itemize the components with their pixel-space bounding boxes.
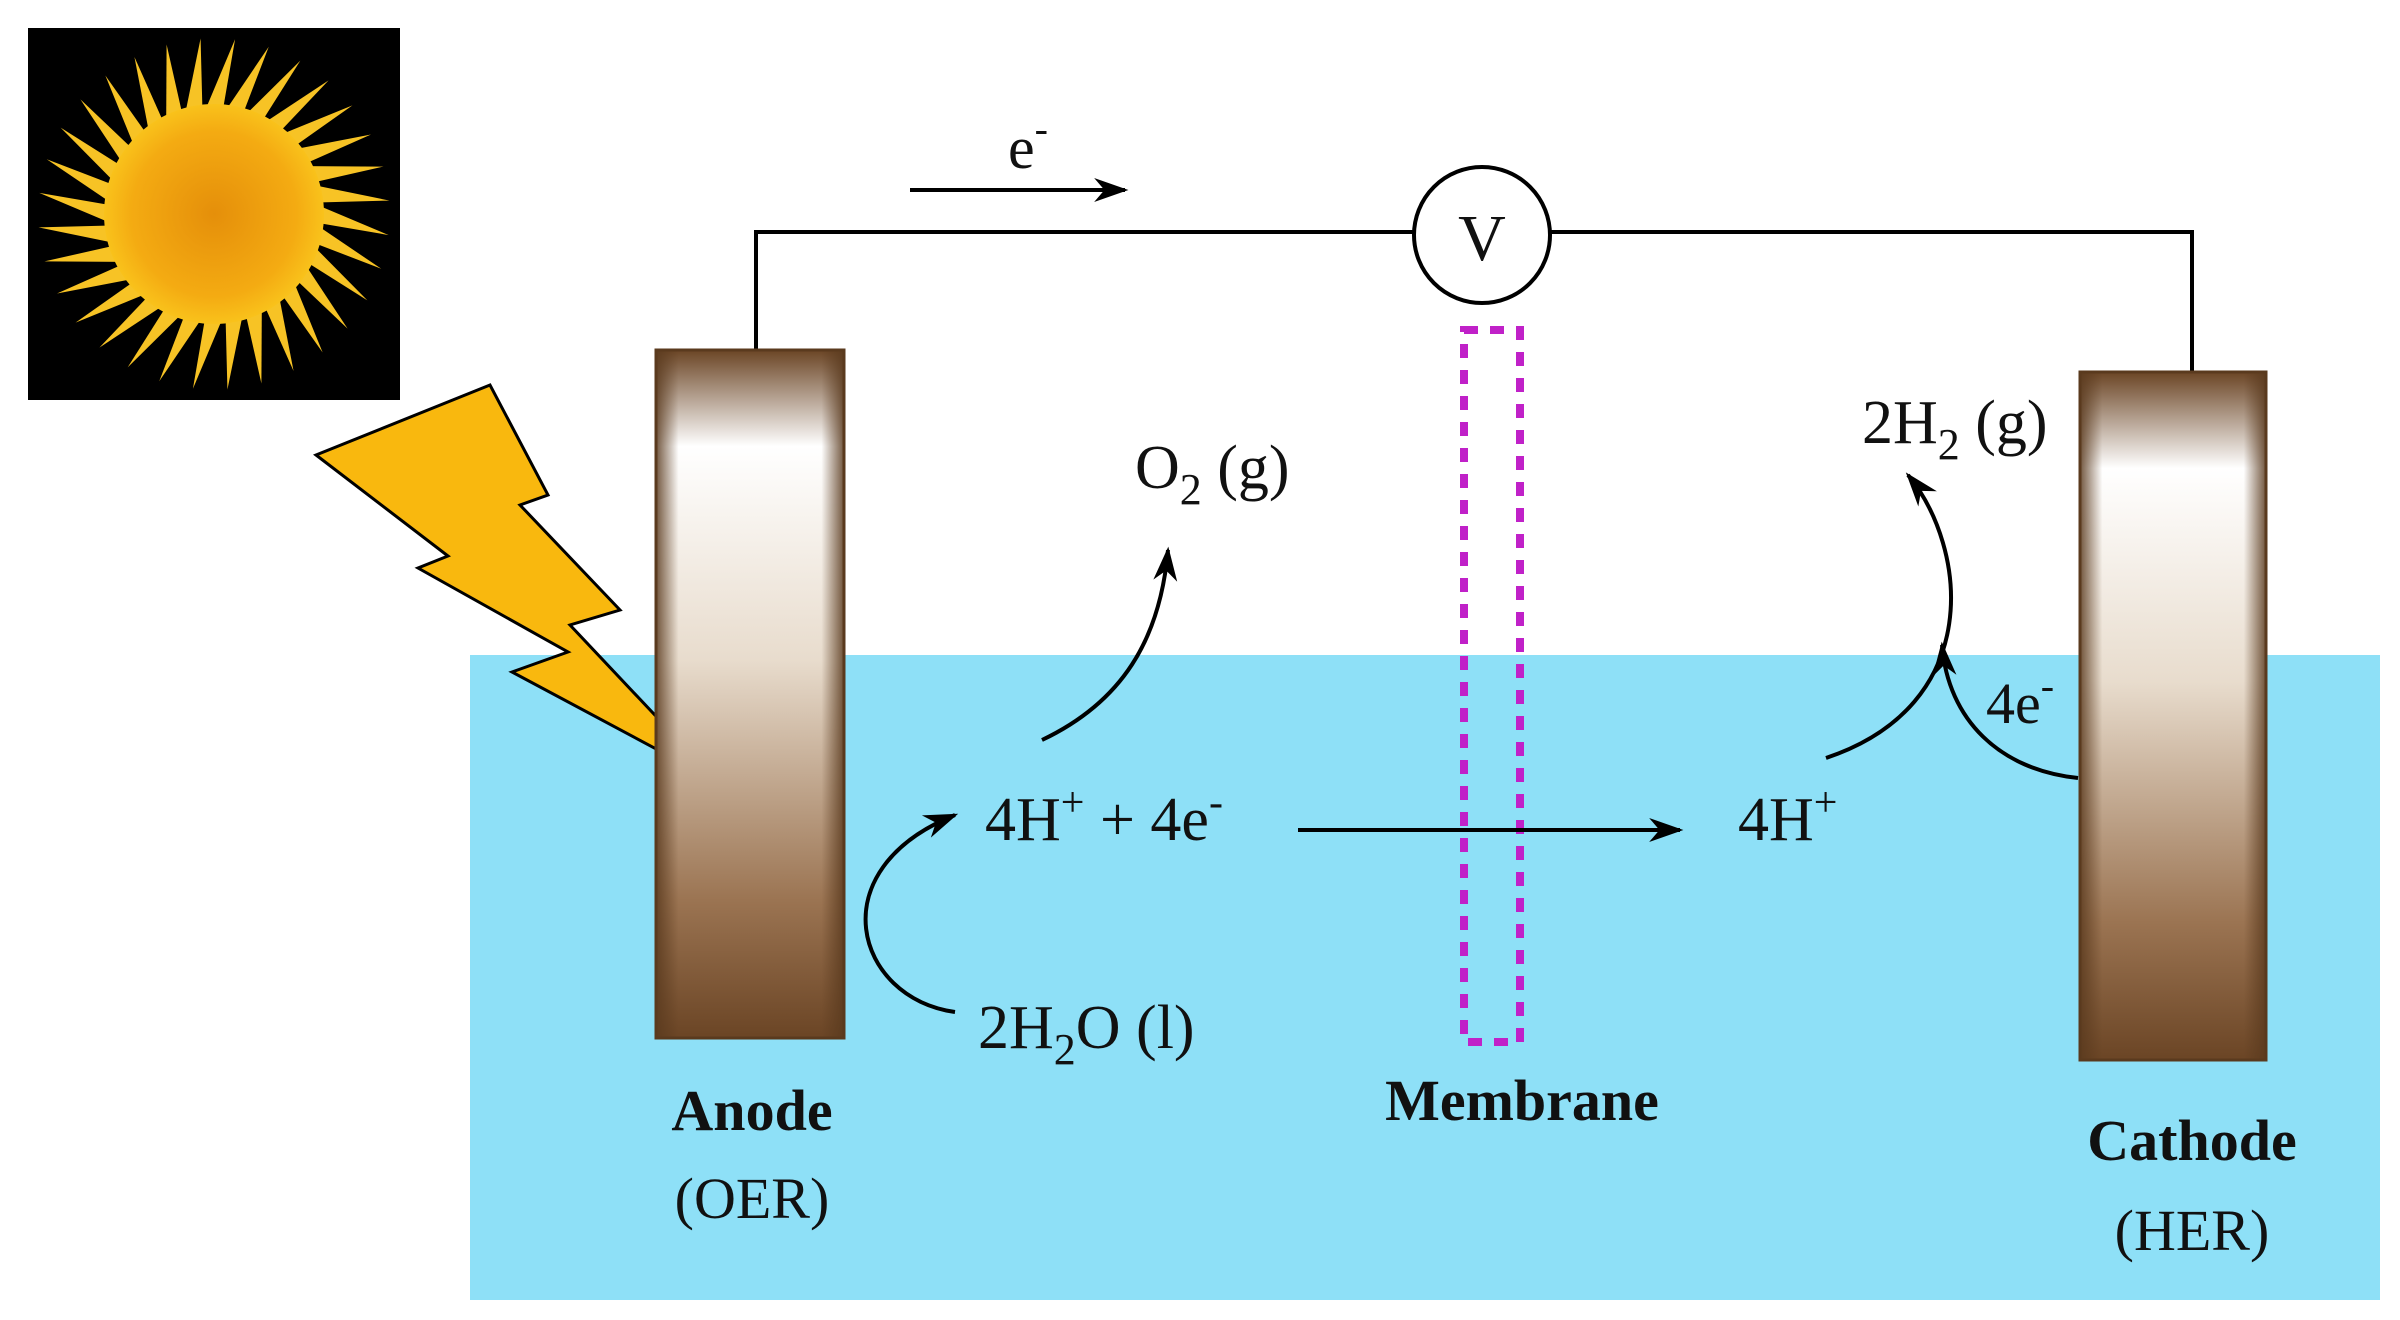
- cathode-reaction-label: (HER): [2115, 1198, 2270, 1263]
- voltmeter-icon: [1412, 165, 1552, 305]
- sun-ray: [60, 127, 122, 183]
- circuit-wire: [754, 230, 1413, 372]
- sun-ray: [295, 134, 371, 164]
- sun-ray: [264, 80, 329, 133]
- sun-ray: [306, 166, 384, 183]
- sun-ray: [99, 295, 164, 348]
- cathode-electrons-label: 4e-: [1986, 663, 2054, 736]
- sun-ray: [192, 317, 223, 389]
- sun-ray: [313, 185, 390, 203]
- water-to-proton-arrow: [863, 813, 959, 1014]
- sun-ray: [134, 57, 164, 133]
- sun-ray: [75, 281, 147, 323]
- sun-ray: [245, 306, 262, 384]
- sun-ray: [317, 205, 389, 236]
- proton-electron-label: 4H+ + 4e-: [985, 780, 1223, 854]
- sun-ray: [225, 313, 243, 390]
- sun-ray: [105, 75, 147, 147]
- sun-ray: [185, 38, 203, 115]
- hydrogen-release-arrow: [1825, 472, 1953, 760]
- membrane: [1460, 326, 1524, 1046]
- cathode-electrode: [2078, 370, 2268, 1062]
- sun-ray: [205, 39, 236, 111]
- electron-label: e-: [1008, 106, 1048, 181]
- oxygen-label: O2 (g): [1135, 434, 1290, 514]
- sun-ray: [281, 105, 353, 147]
- sun-ray: [57, 264, 133, 294]
- sun-ray: [306, 245, 368, 301]
- hydrogen-label: 2H2 (g): [1862, 389, 2048, 469]
- sun-ray: [39, 192, 111, 223]
- proton-label: 4H+: [1738, 780, 1837, 854]
- sun-ray: [44, 245, 122, 262]
- water-label: 2H2O (l): [978, 994, 1195, 1074]
- sun-ray: [46, 159, 115, 203]
- sun-ray: [166, 44, 183, 122]
- sun-ray: [127, 306, 183, 368]
- sun-icon: [28, 28, 400, 400]
- anode-label: Anode: [671, 1078, 832, 1143]
- cathode-electron-arrow: [1932, 641, 2079, 780]
- cathode-label: Cathode: [2087, 1108, 2296, 1173]
- sun-ray: [264, 295, 294, 371]
- sun-ray: [281, 281, 323, 353]
- sun-ray: [80, 99, 133, 164]
- sun-ray: [245, 60, 301, 122]
- oxygen-release-arrow: [1041, 546, 1178, 742]
- lightning-bolt-icon: [312, 383, 720, 784]
- voltmeter-label: V: [1458, 202, 1506, 275]
- sun-ray: [38, 225, 115, 243]
- sun-ray: [295, 264, 348, 329]
- sun-ray: [159, 313, 203, 382]
- circuit-wire-right: [1551, 230, 2194, 395]
- membrane-label: Membrane: [1385, 1068, 1659, 1133]
- sun-ray: [313, 225, 382, 269]
- sun-ray: [225, 46, 269, 115]
- anode-electrode: [654, 348, 846, 1040]
- anode-reaction-label: (OER): [675, 1166, 830, 1231]
